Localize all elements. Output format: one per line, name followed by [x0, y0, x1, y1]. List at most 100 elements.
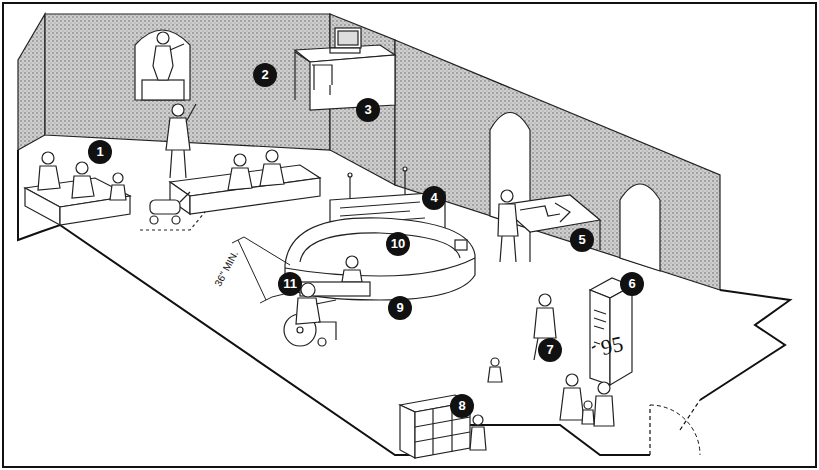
callout-number: 6: [620, 272, 644, 296]
floor-outline: [700, 290, 790, 400]
reception-desk: [300, 282, 370, 296]
statue: [157, 32, 169, 44]
visitors: [566, 374, 578, 386]
visitors: [598, 382, 610, 394]
display-shelf: [415, 417, 470, 427]
walls: [45, 14, 330, 150]
map-table: [599, 220, 600, 250]
floor-outline: [18, 150, 650, 455]
computer-desk: [295, 52, 310, 62]
statue: [170, 44, 184, 50]
benches-and-visitors: [72, 176, 94, 198]
benches-and-visitors: [42, 152, 54, 164]
floor-outline: [650, 405, 700, 455]
statue: [142, 32, 184, 100]
visitors: [560, 388, 584, 420]
callout-number: 8: [450, 394, 474, 418]
visitors: [488, 294, 614, 426]
benches-and-visitors: [166, 118, 190, 150]
callout-number: 2: [253, 63, 277, 87]
reception-desk: [285, 218, 475, 300]
display-shelf: [473, 415, 483, 425]
walls: [18, 14, 45, 150]
benches-and-visitors: [190, 178, 320, 214]
wheelchair-user: [318, 322, 336, 340]
reception-desk: [455, 240, 467, 250]
sign-number: 95: [599, 331, 626, 361]
dimension-line: [232, 237, 244, 243]
reception-desk: [285, 218, 475, 300]
benches-and-visitors: [172, 104, 184, 116]
directory-sign: [403, 167, 407, 171]
benches-and-visitors: [260, 164, 284, 186]
statue: [153, 46, 173, 80]
benches-and-visitors: [234, 154, 246, 166]
visitors: [582, 410, 594, 424]
visitors: [534, 308, 556, 338]
display-shelf: [415, 432, 470, 442]
benches-and-visitors: [150, 216, 158, 224]
directory-sign: [340, 211, 410, 216]
visitors: [539, 294, 551, 306]
dimension-line: [238, 240, 266, 300]
callout-number: 11: [278, 272, 302, 296]
visitors: [594, 396, 614, 426]
benches-and-visitors: [140, 212, 205, 230]
picture-frame: [3, 3, 816, 467]
display-shelf: [470, 427, 486, 450]
map-table: [520, 203, 570, 222]
statue: [142, 80, 184, 100]
directory-sign: [348, 173, 352, 177]
callout-number: 7: [538, 338, 562, 362]
benches-and-visitors: [172, 216, 180, 224]
map-table: [498, 190, 600, 262]
benches-and-visitors: [186, 104, 196, 122]
benches-and-visitors: [228, 168, 252, 190]
display-shelf: [432, 409, 433, 455]
picture-frame: [3, 3, 816, 467]
floor-outline: [649, 405, 650, 455]
display-shelf: [400, 395, 486, 458]
dimension-text: 36" MIN.: [212, 248, 241, 289]
directory-sign: [404, 170, 405, 196]
benches-and-visitors: [180, 192, 190, 202]
sign-pillar: [594, 310, 606, 314]
floor-outline: [680, 400, 700, 430]
visitors: [584, 401, 592, 409]
sign-dash: [592, 346, 596, 348]
benches-and-visitors: [170, 150, 186, 178]
walls: [135, 30, 190, 100]
reception-desk: [285, 258, 475, 276]
dimension-line: [260, 297, 272, 303]
callout-number: 1: [88, 140, 112, 164]
benches-and-visitors: [38, 166, 60, 190]
callout-number: 4: [422, 186, 446, 210]
benches-and-visitors: [76, 162, 88, 174]
reception-desk: [300, 233, 460, 262]
computer-desk: [335, 28, 361, 48]
map-table: [529, 232, 530, 262]
computer-desk: [338, 31, 358, 45]
wheelchair-user: [301, 283, 315, 297]
map-table: [498, 204, 518, 236]
computer-desk: [310, 55, 395, 110]
callout-number: 9: [388, 296, 412, 320]
wheelchair-user: [318, 338, 326, 346]
directory-sign: [340, 202, 420, 208]
benches-and-visitors: [266, 150, 278, 162]
wheelchair-user: [296, 298, 320, 324]
visitors: [488, 367, 502, 382]
visitors: [491, 358, 499, 366]
wheelchair-user: [297, 327, 303, 333]
map-table: [501, 190, 513, 202]
walls: [620, 184, 660, 271]
sign-pillar: [594, 318, 606, 322]
display-shelf: [400, 405, 415, 458]
dimension-line: [244, 237, 290, 265]
reception-desk: [342, 270, 362, 282]
callout-number: 5: [570, 228, 594, 252]
computer-desk: [330, 48, 360, 53]
benches-and-visitors: [110, 185, 126, 200]
